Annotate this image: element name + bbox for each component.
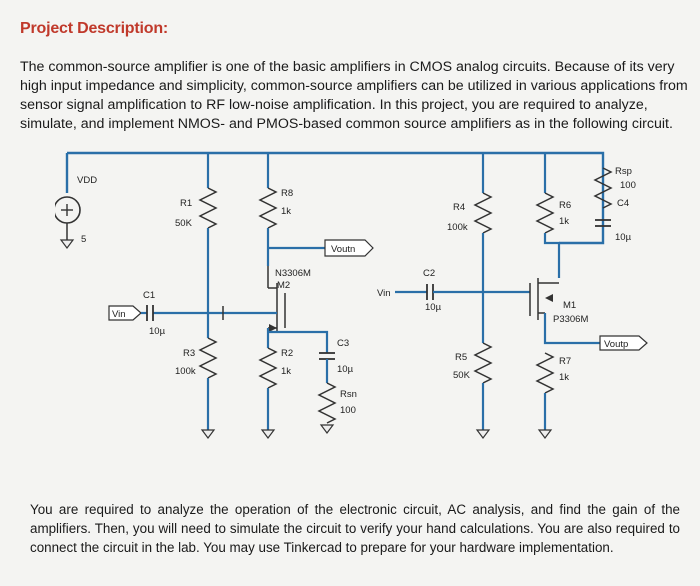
c2-name: C2: [423, 268, 435, 279]
m2-name: N3306M: [275, 268, 311, 279]
r7-name: R7: [559, 356, 571, 367]
r4-name: R4: [453, 202, 465, 213]
c3-name: C3: [337, 338, 349, 349]
r3-value: 100k: [175, 366, 196, 377]
c2-capacitor: [426, 284, 434, 300]
r6-value: 1k: [559, 216, 569, 227]
c3-wire: [268, 330, 329, 353]
r5-resistor: [473, 342, 493, 384]
c4-name: C4: [617, 198, 629, 209]
r8-name: R8: [281, 188, 293, 199]
r5-name: R5: [455, 352, 467, 363]
m1-drain-wire: [543, 313, 600, 345]
c3-value: 10µ: [337, 364, 354, 375]
c1-name: C1: [143, 290, 155, 301]
c2-value: 10µ: [425, 302, 442, 313]
rsn-name: Rsn: [340, 389, 357, 400]
r5-value: 50K: [453, 370, 471, 381]
footer-paragraph: You are required to analyze the operatio…: [30, 502, 680, 555]
c1-value: 10µ: [149, 326, 166, 337]
c4-capacitor: [595, 219, 611, 227]
r4-value: 100k: [447, 222, 468, 233]
voutn-port: [324, 239, 374, 257]
c1-capacitor: [146, 305, 154, 321]
r3-name: R3: [183, 348, 195, 359]
r1-name: R1: [180, 198, 192, 209]
r8-value: 1k: [281, 206, 291, 217]
r6-name: R6: [559, 200, 571, 211]
m1-sub: P3306M: [553, 314, 588, 325]
r6-bottom-wire: [543, 233, 561, 278]
circuit-schematic: VDD 5 R1 50K R8 1k Voutn N3306M M2 Vin C…: [55, 151, 648, 439]
r1-value: 50K: [175, 218, 193, 229]
rsp-value: 100: [620, 180, 636, 191]
r4-resistor: [473, 192, 493, 234]
r2-name: R2: [281, 348, 293, 359]
intro-paragraph: The common-source amplifier is one of th…: [20, 59, 688, 132]
voutp-label: Voutp: [604, 339, 628, 350]
c3-capacitor: [319, 352, 335, 360]
vdd-label: VDD: [77, 175, 97, 186]
vin-left-label: Vin: [112, 309, 126, 320]
rsp-name: Rsp: [615, 166, 632, 177]
page-title: Project Description:: [20, 20, 169, 37]
r1-resistor: [198, 187, 218, 229]
r2-value: 1k: [281, 366, 291, 377]
r7-value: 1k: [559, 372, 569, 383]
vin-left-port: [108, 305, 142, 321]
r3-resistor: [198, 337, 218, 379]
rsn-resistor: [317, 382, 337, 424]
vdd-rail: [67, 151, 605, 245]
r3-ground: [200, 429, 216, 439]
r5-ground: [475, 429, 491, 439]
rsn-ground: [319, 424, 335, 434]
r7-ground: [537, 429, 553, 439]
rsp-resistor: [593, 167, 613, 209]
r2-ground: [260, 429, 276, 439]
m2-transistor: [267, 266, 286, 333]
r7-resistor: [535, 352, 555, 394]
vdd-source: [55, 196, 81, 249]
r8-resistor: [258, 187, 278, 229]
vin-right-label: Vin: [377, 288, 391, 299]
voutn-label: Voutn: [331, 244, 355, 255]
voutp-port: [599, 335, 648, 351]
m1-name: M1: [563, 300, 576, 311]
rsn-value: 100: [340, 405, 356, 416]
r6-resistor: [535, 192, 555, 234]
vdd-value: 5: [81, 234, 86, 245]
r2-resistor: [258, 347, 278, 389]
m2-sub: M2: [277, 280, 290, 291]
c4-value: 10µ: [615, 232, 632, 243]
m1-transistor: [529, 278, 559, 320]
